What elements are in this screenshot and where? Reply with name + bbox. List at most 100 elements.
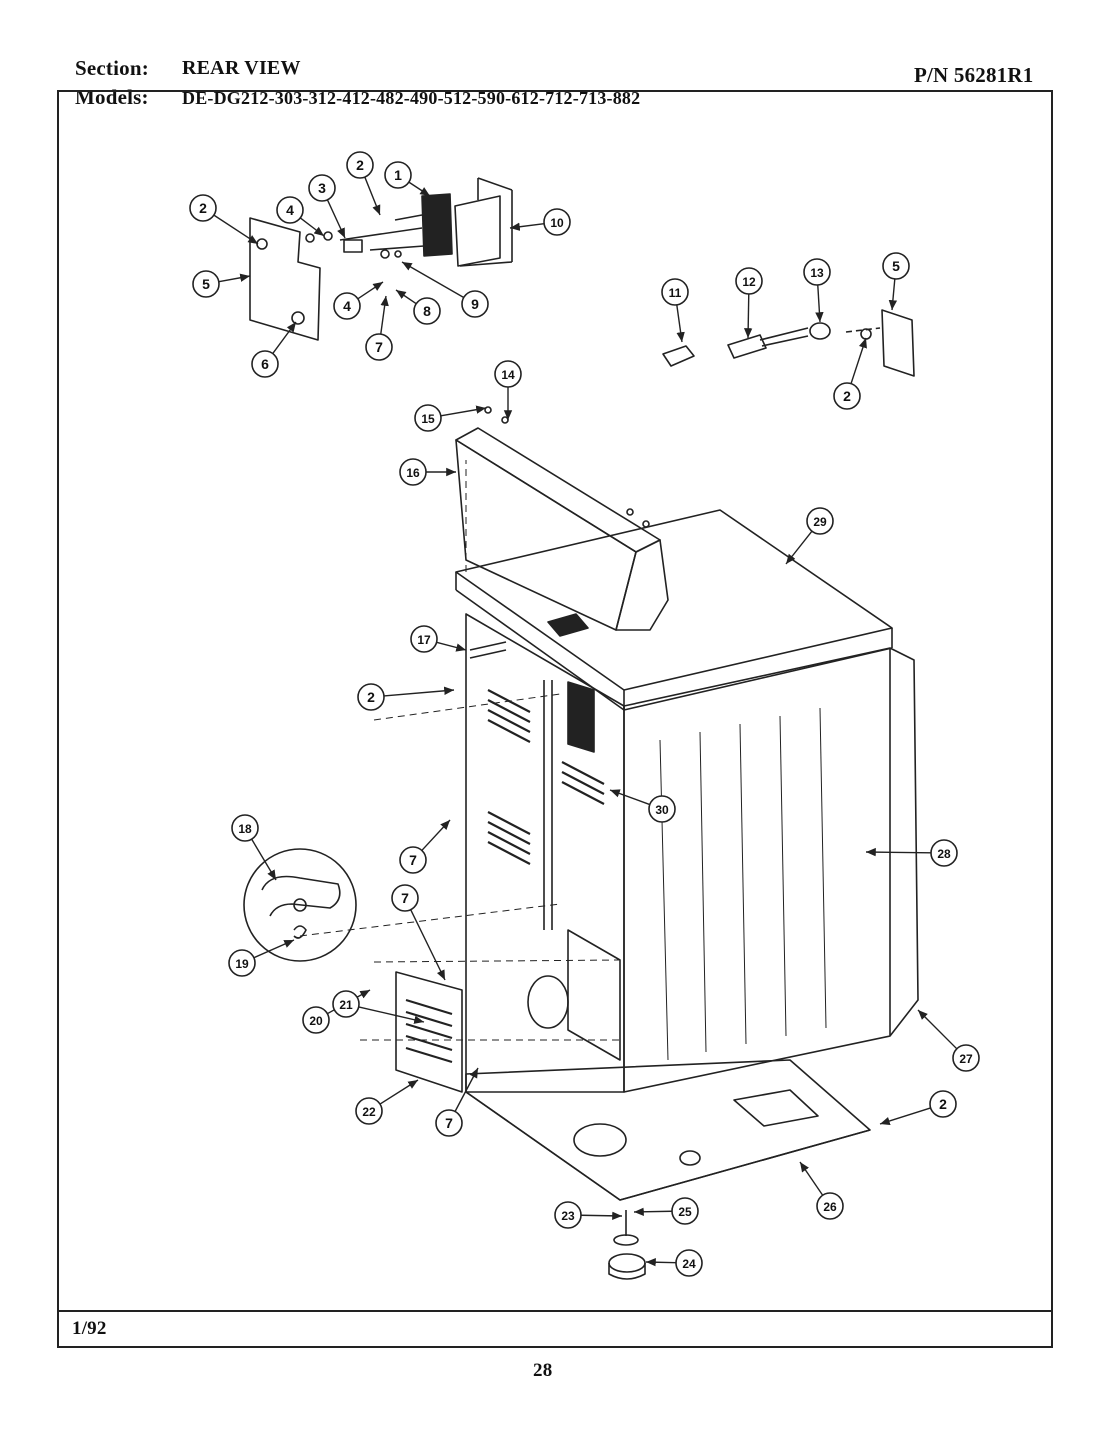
leader-line-2 — [383, 686, 455, 697]
leader-line-5 — [218, 273, 251, 283]
callout-circle — [410, 625, 438, 653]
callout-number: 9 — [471, 296, 479, 312]
callout-16: 16 — [399, 458, 427, 486]
callout-29: 29 — [806, 507, 834, 535]
callout-circle — [231, 814, 259, 842]
callout-30: 30 — [648, 795, 676, 823]
callout-21: 21 — [332, 990, 360, 1018]
callout-number: 4 — [286, 202, 294, 218]
callout-number: 2 — [199, 200, 207, 216]
clamp-detail — [243, 848, 357, 962]
callout-number: 21 — [339, 998, 353, 1012]
callout-number: 16 — [406, 466, 420, 480]
footer-divider — [57, 1310, 1053, 1312]
callout-circle — [930, 839, 958, 867]
cabinet-body — [465, 613, 919, 1093]
callout-7: 7 — [365, 333, 393, 361]
leader-line-2 — [213, 214, 259, 245]
access-cover — [395, 971, 463, 1093]
callout-circle — [346, 151, 374, 179]
callout-number: 11 — [669, 286, 682, 300]
callout-circle — [332, 990, 360, 1018]
callout-28: 28 — [930, 839, 958, 867]
callout-number: 18 — [238, 822, 252, 836]
callout-1: 1 — [384, 161, 412, 189]
leader-line-25 — [633, 1207, 673, 1217]
leveling-foot — [608, 1210, 646, 1280]
callout-number: 19 — [235, 957, 249, 971]
leader-line-6 — [272, 321, 297, 354]
callout-circle — [543, 208, 571, 236]
callout-circle — [251, 350, 279, 378]
callout-circle — [399, 846, 427, 874]
leader-line-27 — [917, 1009, 958, 1050]
callout-number: 28 — [937, 847, 951, 861]
callout-number: 23 — [561, 1209, 575, 1223]
exhaust-hood — [455, 406, 669, 631]
callout-number: 2 — [939, 1096, 947, 1112]
callout-number: 5 — [202, 276, 210, 292]
callout-number: 30 — [655, 803, 669, 817]
callout-18: 18 — [231, 814, 259, 842]
callout-13: 13 — [803, 258, 831, 286]
callout-number: 4 — [343, 298, 351, 314]
callout-2: 2 — [346, 151, 374, 179]
callout-circle — [833, 382, 861, 410]
callout-circle — [189, 194, 217, 222]
callout-15: 15 — [414, 404, 442, 432]
leader-line-15 — [440, 405, 487, 417]
callout-circle — [648, 795, 676, 823]
callout-circle — [399, 458, 427, 486]
leader-line-19 — [253, 939, 295, 959]
callout-2: 2 — [929, 1090, 957, 1118]
leader-line-1 — [408, 181, 431, 197]
callout-circle — [414, 404, 442, 432]
callout-6: 6 — [251, 350, 279, 378]
footer-date: 1/92 — [72, 1318, 107, 1339]
callout-number: 29 — [813, 515, 827, 529]
callout-circle — [806, 507, 834, 535]
callout-2: 2 — [833, 382, 861, 410]
diagram-frame — [57, 90, 1053, 1348]
callout-27: 27 — [952, 1044, 980, 1072]
callout-circle — [308, 174, 336, 202]
page-number: 28 — [533, 1360, 553, 1381]
callout-circle — [461, 290, 489, 318]
leader-line-29 — [785, 530, 813, 565]
leader-line-2 — [850, 337, 867, 384]
callout-2: 2 — [357, 683, 385, 711]
leader-line-28 — [865, 847, 932, 857]
callout-circle — [302, 1006, 330, 1034]
leader-line-4 — [357, 281, 384, 300]
callout-number: 10 — [550, 216, 564, 230]
callout-4: 4 — [276, 196, 304, 224]
callout-25: 25 — [671, 1197, 699, 1225]
callout-number: 5 — [892, 258, 900, 274]
callout-22: 22 — [355, 1097, 383, 1125]
callout-number: 3 — [318, 180, 326, 196]
callout-circle — [882, 252, 910, 280]
callout-17: 17 — [410, 625, 438, 653]
callout-circle — [391, 884, 419, 912]
callout-number: 25 — [678, 1205, 692, 1219]
callout-26: 26 — [816, 1192, 844, 1220]
callout-number: 12 — [742, 275, 756, 289]
callout-number: 7 — [401, 890, 409, 906]
callout-circle — [276, 196, 304, 224]
part-number: P/N 56281R1 — [914, 63, 1034, 87]
leader-line-17 — [436, 641, 467, 652]
leader-line-22 — [379, 1079, 419, 1105]
callout-circle — [675, 1249, 703, 1277]
callout-circle — [192, 270, 220, 298]
callout-number: 26 — [823, 1200, 837, 1214]
callout-circle — [929, 1090, 957, 1118]
callout-20: 20 — [302, 1006, 330, 1034]
callout-number: 2 — [843, 388, 851, 404]
callout-circle — [952, 1044, 980, 1072]
callout-10: 10 — [543, 208, 571, 236]
callout-4: 4 — [333, 292, 361, 320]
leader-line-7 — [410, 909, 446, 981]
leader-line-2 — [364, 176, 381, 216]
callout-number: 24 — [682, 1257, 696, 1271]
callout-number: 20 — [309, 1014, 323, 1028]
